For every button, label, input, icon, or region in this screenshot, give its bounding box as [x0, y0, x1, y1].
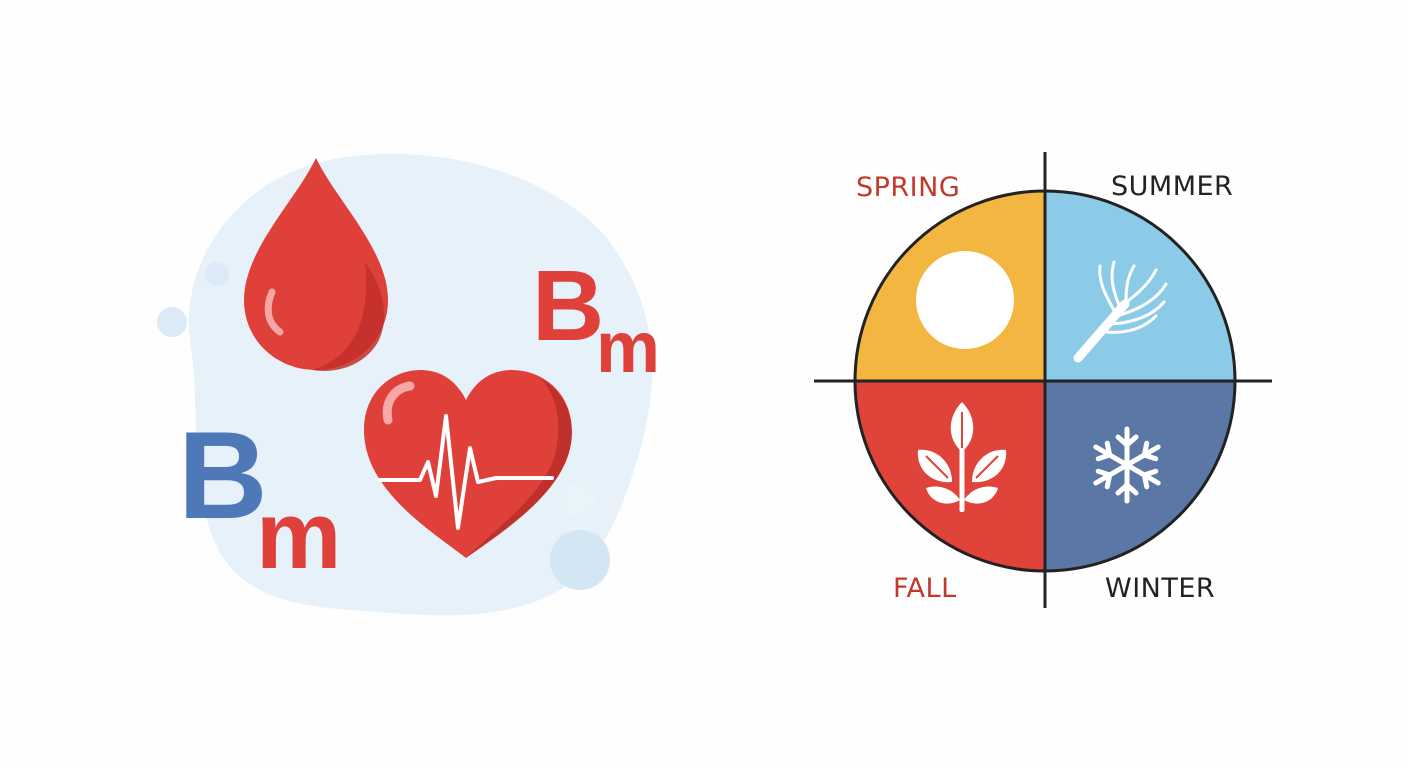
fall-label: FALL — [893, 573, 957, 604]
bubble-1 — [157, 307, 187, 337]
spring-label: SPRING — [856, 172, 960, 203]
summer-label: SUMMER — [1111, 171, 1233, 202]
bm-label-bottom: B m — [178, 407, 341, 589]
bm-top-subscript: m — [596, 308, 660, 388]
bubble-2 — [205, 262, 229, 286]
blood-drop-icon — [244, 158, 388, 371]
bm-label-top: B m — [532, 250, 660, 388]
seasons-diagram: SPRING SUMMER FALL WINTER — [720, 0, 1408, 768]
snowflake-icon — [1093, 426, 1161, 504]
bm-bottom-subscript: m — [256, 482, 341, 589]
winter-label: WINTER — [1105, 573, 1215, 604]
winter-quadrant — [1045, 381, 1235, 571]
bubble-4 — [560, 482, 596, 518]
blood-heart-illustration: B m B m — [157, 153, 660, 616]
blood-heart-svg: B m B m — [157, 153, 660, 616]
sun-icon — [916, 251, 1014, 349]
summer-quadrant — [1045, 191, 1235, 381]
leaves-veins — [925, 412, 999, 479]
seasons-wheel — [814, 152, 1272, 608]
bm-bottom-letter: B — [178, 407, 268, 545]
seasons-svg: SPRING SUMMER FALL WINTER — [814, 152, 1272, 608]
branch-icon — [1073, 260, 1168, 363]
bubble-3 — [550, 530, 610, 590]
bm-top-letter: B — [532, 250, 604, 362]
heart-with-ecg-icon — [364, 370, 572, 558]
